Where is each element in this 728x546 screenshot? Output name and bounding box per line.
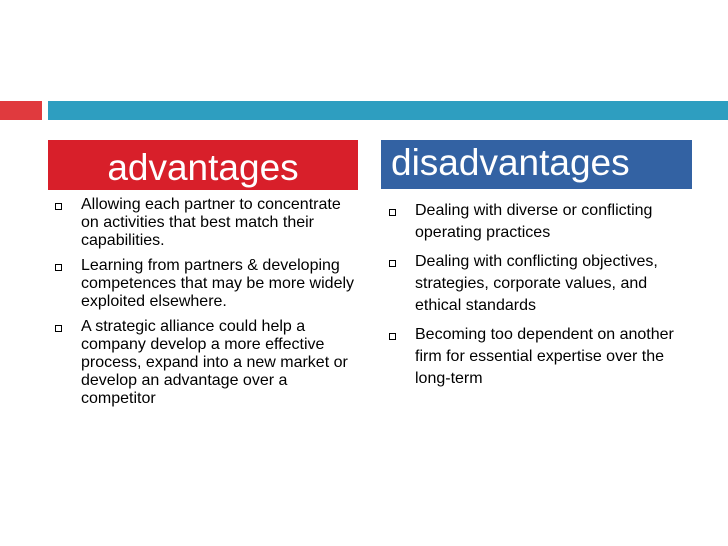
decorative-red-bar	[0, 101, 42, 120]
square-bullet-icon	[55, 203, 62, 210]
list-item: Becoming too dependent on another firm f…	[388, 324, 688, 390]
square-bullet-icon	[389, 333, 396, 340]
disadvantage-text: Dealing with diverse or conflicting oper…	[415, 202, 653, 241]
list-item: Dealing with diverse or conflicting oper…	[388, 200, 688, 244]
disadvantages-header: disadvantages	[381, 140, 692, 189]
square-bullet-icon	[389, 209, 396, 216]
square-bullet-icon	[55, 325, 62, 332]
advantage-text: A strategic alliance could help a compan…	[81, 318, 348, 407]
disadvantages-title: disadvantages	[391, 142, 630, 183]
disadvantage-text: Dealing with conflicting objectives, str…	[415, 253, 658, 314]
advantage-text: Learning from partners & developing comp…	[81, 257, 355, 310]
list-item: A strategic alliance could help a compan…	[54, 318, 354, 408]
list-item: Learning from partners & developing comp…	[54, 257, 354, 311]
decorative-blue-bar	[48, 101, 728, 120]
advantage-text: Allowing each partner to concentrate on …	[81, 196, 341, 249]
square-bullet-icon	[389, 260, 396, 267]
advantages-list: Allowing each partner to concentrate on …	[54, 196, 354, 415]
disadvantages-list: Dealing with diverse or conflicting oper…	[388, 200, 688, 397]
square-bullet-icon	[55, 264, 62, 271]
list-item: Dealing with conflicting objectives, str…	[388, 251, 688, 317]
disadvantage-text: Becoming too dependent on another firm f…	[415, 326, 674, 387]
advantages-header: advantages	[48, 140, 358, 190]
advantages-title: advantages	[107, 146, 299, 188]
list-item: Allowing each partner to concentrate on …	[54, 196, 354, 250]
